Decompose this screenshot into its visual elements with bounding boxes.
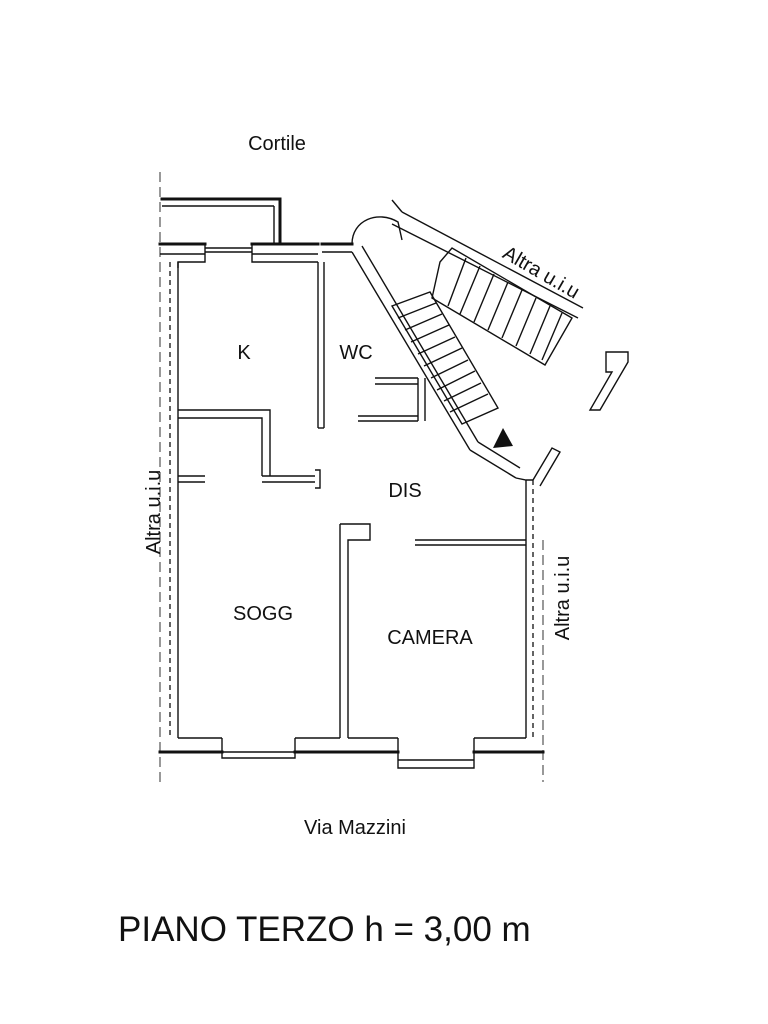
west-label: Altra u.i.u <box>143 470 165 554</box>
balcony <box>160 197 282 245</box>
room-label-kitchen: K <box>237 342 251 364</box>
south-label: Via Mazzini <box>304 817 406 839</box>
west-wall <box>169 262 179 738</box>
room-label-living: SOGG <box>233 603 293 625</box>
north-label: Cortile <box>248 133 306 155</box>
room-label-bathroom: WC <box>339 342 372 364</box>
room-label-hallway: DIS <box>388 480 421 502</box>
room-label-bedroom: CAMERA <box>387 627 473 649</box>
stair-arrow-icon <box>493 428 513 448</box>
interior-walls <box>178 262 534 738</box>
south-wall <box>158 737 545 769</box>
northeast-label: Altra u.i.u <box>499 242 583 303</box>
plan-title: PIANO TERZO h = 3,00 m <box>118 910 531 949</box>
north-wall <box>158 242 354 268</box>
stair-shaft <box>351 199 584 487</box>
east-label: Altra u.i.u <box>552 556 574 640</box>
boundary-guides <box>159 172 544 782</box>
neighbour-wall-fragment <box>588 351 629 411</box>
stair-flights <box>390 247 573 425</box>
